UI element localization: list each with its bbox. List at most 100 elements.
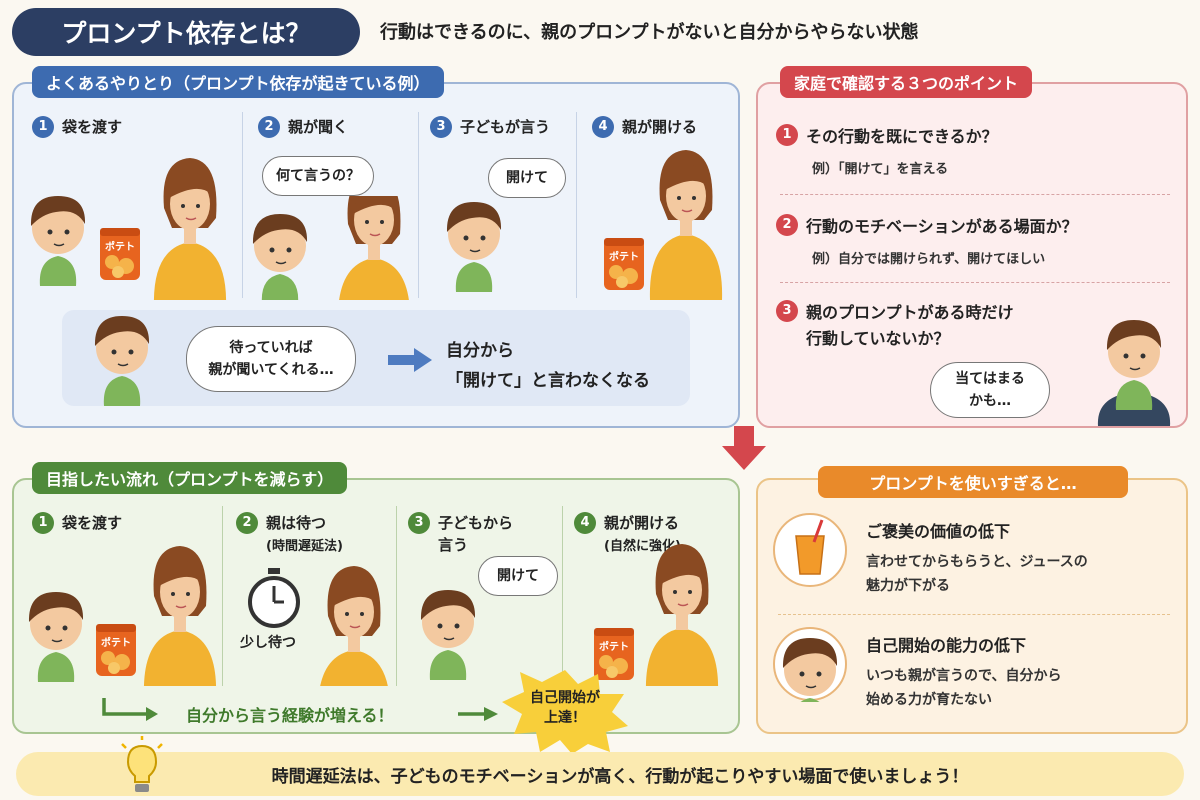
point-title: 行動のモチベーションがある場面か？: [806, 217, 1078, 236]
overuse-desc-line: 言わせてからもらうと、ジュースの: [866, 554, 1088, 570]
parent-opening-illustration: ポテト: [594, 544, 719, 686]
step-label: 子どもが言う: [460, 118, 551, 136]
child-speech-bubble: 開けて: [488, 158, 566, 198]
waiting-parent-illustration: [317, 565, 391, 686]
check-point-3: 3 親のプロンプトがある時だけ行動していないか？: [776, 300, 1014, 352]
step-label: 子どもから: [438, 514, 514, 532]
page-subtitle: 行動はできるのに、親のプロンプトがないと自分からやらない状態: [380, 22, 919, 43]
burst-line: 自己開始が: [530, 690, 600, 706]
child-speech-bubble: 開けて: [478, 556, 558, 596]
handing-bag-illustration: ポテト: [30, 157, 227, 300]
thought-line: 親が聞いてくれる…: [208, 362, 334, 378]
bag-label: ポテト: [609, 250, 639, 263]
example-step-1: 1 袋を渡す: [32, 116, 122, 138]
consequence-text: 自分から 「開けて」と言わなくなる: [446, 336, 650, 396]
handing-bag-illustration: ポテト: [28, 545, 217, 686]
step-label: 親は待つ: [266, 514, 327, 532]
consequence-line: 自分から: [446, 341, 514, 361]
goal-step-3: 3 子どもから言う: [408, 512, 513, 556]
step-number: 3: [430, 116, 452, 138]
point-title-line: 親のプロンプトがある時だけ: [806, 303, 1014, 322]
starburst-badge: [502, 670, 628, 754]
parent-opening-illustration: ポテト: [604, 150, 723, 300]
thought-bubble: 待っていれば 親が聞いてくれる…: [186, 326, 356, 392]
point-number: 1: [776, 124, 798, 146]
divider: [780, 194, 1170, 195]
tip-text: 時間遅延法は、子どものモチベーションが高く、行動が起こりやすい場面で使いましょう…: [271, 766, 969, 787]
goal-step-4: 4 親が開ける (自然に強化): [574, 512, 681, 558]
tip-banner: 時間遅延法は、子どものモチベーションが高く、行動が起こりやすい場面で使いましょう…: [16, 752, 1184, 796]
page-title: プロンプト依存とは？: [12, 8, 360, 56]
step-label: 言う: [438, 536, 469, 554]
thought-line: 待っていれば: [229, 340, 313, 356]
overuse-title: 自己開始の能力の低下: [866, 636, 1027, 655]
divider: [562, 506, 563, 686]
step-label: 袋を渡す: [62, 118, 123, 136]
sad-child-icon: [773, 627, 847, 702]
step-label: 親が開ける: [622, 118, 698, 136]
divider: [576, 112, 577, 298]
step-label: 袋を渡す: [62, 514, 123, 532]
overuse-desc-line: 魅力が下がる: [866, 578, 950, 594]
divider: [242, 112, 243, 298]
divider: [396, 506, 397, 686]
worried-child-illustration: [1097, 319, 1171, 426]
bag-label: ポテト: [105, 240, 135, 253]
divider: [780, 282, 1170, 283]
overuse-desc-line: いつも親が言うので、自分から: [866, 668, 1062, 684]
step-label: 親が聞く: [288, 118, 349, 136]
step-number: 2: [258, 116, 280, 138]
parent-speech-bubble: 何て言うの？: [262, 156, 374, 196]
check-tab: 家庭で確認する３つのポイント: [780, 66, 1033, 98]
divider: [418, 112, 419, 298]
point-title: 親のプロンプトがある時だけ行動していないか？: [806, 300, 1014, 352]
divider: [778, 614, 1170, 615]
thought-line: 当てはまる: [955, 371, 1025, 387]
step-sublabel: (時間遅延法): [266, 539, 343, 554]
step-number: 1: [32, 512, 54, 534]
burst-text: 自己開始が 上達！: [512, 688, 618, 728]
overuse-desc: いつも親が言うので、自分から 始める力が育たない: [866, 664, 1061, 712]
point-example: 例）「開けて」を言える: [812, 162, 949, 177]
experience-text: 自分から言う経験が増える！: [186, 706, 394, 725]
step-number: 1: [32, 116, 54, 138]
point-number: 3: [776, 300, 798, 322]
arrow-right-icon: [458, 707, 498, 721]
divider: [222, 506, 223, 686]
wait-label: 少し待つ: [240, 635, 296, 651]
goal-tab: 目指したい流れ（プロンプトを減らす）: [32, 462, 348, 494]
goal-step-1: 1 袋を渡す: [32, 512, 122, 534]
example-tab: よくあるやりとり（プロンプト依存が起きている例）: [32, 66, 444, 98]
point-title-line: 行動していないか？: [806, 329, 950, 348]
step-number: 3: [408, 512, 430, 534]
check-point-1: 1 その行動を既にできるか？: [776, 124, 998, 150]
bag-label: ポテト: [599, 640, 629, 653]
overuse-tab: プロンプトを使いすぎると…: [818, 466, 1128, 498]
bag-label: ポテト: [101, 636, 131, 649]
lightbulb-icon: [121, 736, 163, 792]
step-number: 4: [574, 512, 596, 534]
burst-line: 上達！: [544, 710, 586, 726]
stopwatch-icon: [248, 568, 300, 628]
thought-bubble: 当てはまる かも…: [930, 362, 1050, 418]
example-step-2: 2 親が聞く: [258, 116, 348, 138]
point-example: 例）自分では開けられず、開けてほしい: [812, 252, 1046, 267]
example-step-4: 4 親が開ける: [592, 116, 697, 138]
step-number: 4: [592, 116, 614, 138]
step-sublabel: (自然に強化): [604, 539, 681, 554]
step-label: 親が開ける: [604, 514, 680, 532]
child-speaking-illustration: [446, 201, 502, 293]
arrow-right-icon: [388, 348, 432, 372]
thinking-child-illustration: [94, 316, 150, 406]
overuse-desc-line: 始める力が育たない: [866, 692, 992, 708]
consequence-box: [62, 310, 690, 406]
overuse-desc: 言わせてからもらうと、ジュースの 魅力が下がる: [866, 550, 1088, 598]
parent-asking-illustration: [252, 196, 411, 300]
overuse-title: ご褒美の価値の低下: [866, 522, 1011, 541]
thought-line: かも…: [969, 393, 1011, 409]
point-title: その行動を既にできるか？: [806, 127, 998, 146]
consequence-line: 「開けて」と言わなくなる: [446, 371, 650, 391]
example-step-3: 3 子どもが言う: [430, 116, 550, 138]
